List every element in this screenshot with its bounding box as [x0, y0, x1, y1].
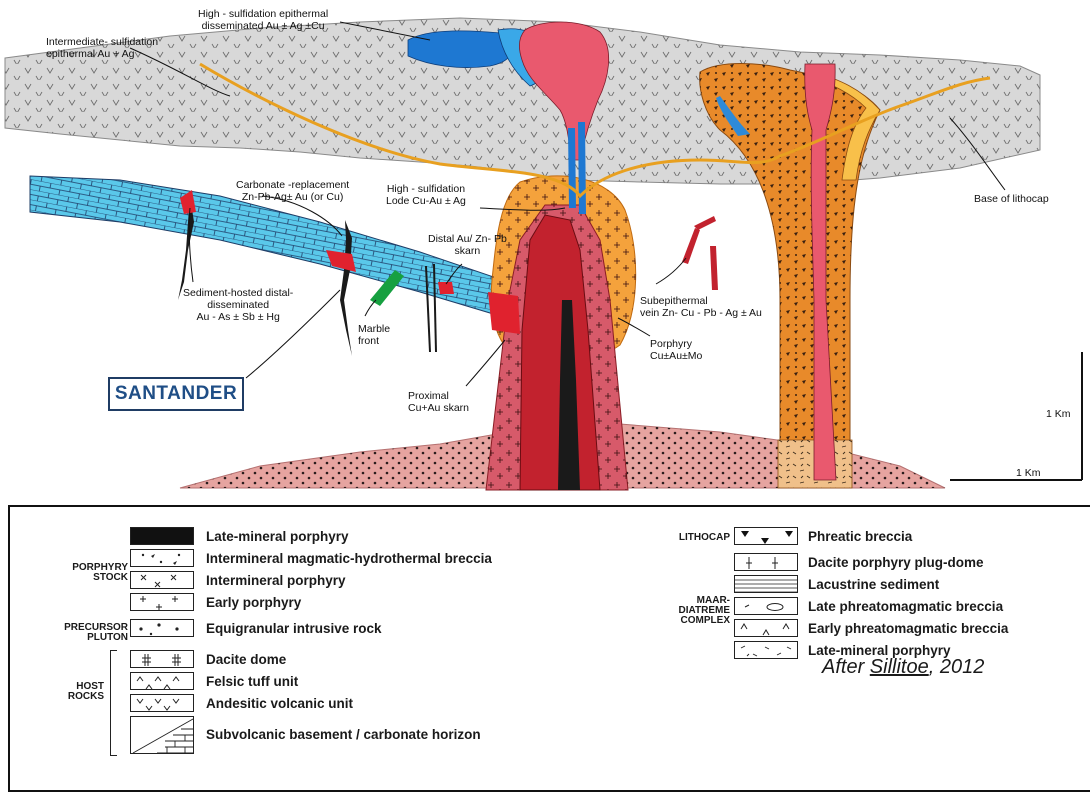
- legend-left-item: Intermineral magmatic-hydrothermal brecc…: [206, 551, 492, 567]
- group-maar-diatreme: MAAR- DIATREME COMPLEX: [646, 596, 730, 626]
- swatch-equigranular: [130, 619, 194, 637]
- swatch-lacustrine: [734, 575, 798, 593]
- hs-blue-body: [408, 31, 514, 68]
- swatch-phreatic-breccia: [734, 527, 798, 545]
- label-scale-vertical: 1 Km: [1046, 408, 1071, 420]
- label-sediment-hosted: Sediment-hosted distal- disseminated Au …: [183, 287, 293, 323]
- group-porphyry-stock-line2: STOCK: [52, 573, 128, 583]
- label-is-epithermal-line1: Intermediate- sulfidation: [46, 36, 158, 48]
- group-lithocap: LITHOCAP: [650, 533, 730, 543]
- label-subepithermal-line2: vein Zn- Cu - Pb - Ag ± Au: [640, 307, 762, 319]
- hs-lode-feeder-2: [578, 122, 586, 214]
- label-is-epithermal: Intermediate- sulfidation epithermal Au …: [46, 36, 158, 60]
- label-hs-lode-line1: High - sulfidation: [386, 183, 466, 195]
- label-is-epithermal-line2: epithermal Au + Ag: [46, 48, 158, 60]
- label-proximal-skarn-line1: Proximal: [408, 390, 469, 402]
- label-hs-lode: High - sulfidation Lode Cu-Au ± Ag: [386, 183, 466, 207]
- label-porphyry: Porphyry Cu±Au±Mo: [650, 338, 702, 362]
- legend-left-item: Dacite dome: [206, 652, 286, 668]
- label-carbonate-replacement: Carbonate -replacement Zn-Pb-Ag± Au (or …: [236, 179, 349, 203]
- label-porphyry-line2: Cu±Au±Mo: [650, 350, 702, 362]
- group-precursor-pluton: PRECURSOR PLUTON: [48, 623, 128, 643]
- swatch-subvolcanic-basement: [130, 716, 194, 754]
- legend-left-item: Subvolcanic basement / carbonate horizon: [206, 727, 481, 743]
- label-marble-front-line2: front: [358, 335, 390, 347]
- legend-left-item: Early porphyry: [206, 595, 301, 611]
- label-sediment-hosted-line3: Au - As ± Sb ± Hg: [183, 311, 293, 323]
- citation-credit: After Sillitoe, 2012: [822, 656, 984, 679]
- legend-right-item: Dacite porphyry plug-dome: [808, 555, 984, 571]
- legend-left-item: Equigranular intrusive rock: [206, 621, 382, 637]
- legend-right-item: Early phreatomagmatic breccia: [808, 621, 1008, 637]
- swatch-early-phreatomagmatic: [734, 619, 798, 637]
- geologic-cross-section: [0, 0, 1090, 500]
- subepithermal-vein-3: [710, 246, 718, 290]
- host-rocks-bracket: [110, 650, 117, 756]
- legend-left-item: Late-mineral porphyry: [206, 529, 349, 545]
- swatch-late-phreatomagmatic: [734, 597, 798, 615]
- group-porphyry-stock: PORPHYRY STOCK: [52, 563, 128, 583]
- legend-right-item: Lacustrine sediment: [808, 577, 939, 593]
- citation-author: Sillitoe: [870, 656, 929, 678]
- subepithermal-vein-2: [694, 216, 716, 230]
- label-marble-front-line1: Marble: [358, 323, 390, 335]
- swatch-dacite-dome: [130, 650, 194, 668]
- swatch-andesitic: [130, 694, 194, 712]
- legend-left-item: Andesitic volcanic unit: [206, 696, 353, 712]
- label-carbonate-replacement-line2: Zn-Pb-Ag± Au (or Cu): [236, 191, 349, 203]
- label-hs-disseminated-line2: disseminated Au ± Ag ±Cu: [198, 20, 328, 32]
- group-host-rocks-line2: ROCKS: [60, 692, 104, 702]
- label-hs-disseminated: High - sulfidation epithermal disseminat…: [198, 8, 328, 32]
- swatch-late-mineral-porphyry-right: [734, 641, 798, 659]
- label-sediment-hosted-line2: disseminated: [183, 299, 293, 311]
- legend-left-item: Intermineral porphyry: [206, 573, 346, 589]
- label-scale-horizontal: 1 Km: [1016, 467, 1041, 479]
- label-hs-disseminated-line1: High - sulfidation epithermal: [198, 8, 328, 20]
- label-distal-skarn-line1: Distal Au/ Zn- Pb: [428, 233, 507, 245]
- label-proximal-skarn: Proximal Cu+Au skarn: [408, 390, 469, 414]
- swatch-early-porphyry: [130, 593, 194, 611]
- swatch-intermineral-porphyry: [130, 571, 194, 589]
- label-hs-lode-line2: Lode Cu-Au ± Ag: [386, 195, 466, 207]
- maar-bracket: [728, 575, 732, 659]
- group-precursor-pluton-line2: PLUTON: [48, 633, 128, 643]
- label-carbonate-replacement-line1: Carbonate -replacement: [236, 179, 349, 191]
- group-maar-line3: COMPLEX: [646, 616, 730, 626]
- group-host-rocks: HOST ROCKS: [60, 682, 104, 702]
- label-distal-skarn-line2: skarn: [428, 245, 507, 257]
- proximal-skarn: [488, 292, 520, 334]
- subepithermal-vein-1: [682, 228, 700, 264]
- label-base-lithocap: Base of lithocap: [974, 193, 1049, 205]
- citation-prefix: After: [822, 656, 870, 678]
- citation-year: , 2012: [929, 656, 985, 678]
- swatch-intermineral-breccia: [130, 549, 194, 567]
- label-porphyry-line1: Porphyry: [650, 338, 702, 350]
- swatch-late-mineral-porphyry: [130, 527, 194, 545]
- legend-left-item: Felsic tuff unit: [206, 674, 298, 690]
- hs-lode-feeder-1: [568, 128, 576, 208]
- label-proximal-skarn-line2: Cu+Au skarn: [408, 402, 469, 414]
- label-distal-skarn: Distal Au/ Zn- Pb skarn: [428, 233, 507, 257]
- label-sediment-hosted-line1: Sediment-hosted distal-: [183, 287, 293, 299]
- legend-box: PORPHYRY STOCK PRECURSOR PLUTON HOST ROC…: [8, 505, 1090, 792]
- label-subepithermal: Subepithermal vein Zn- Cu - Pb - Ag ± Au: [640, 295, 762, 319]
- label-marble-front: Marble front: [358, 323, 390, 347]
- swatch-felsic-tuff: [130, 672, 194, 690]
- swatch-dacite-plug: [734, 553, 798, 571]
- legend-right-item: Phreatic breccia: [808, 529, 912, 545]
- label-subepithermal-line1: Subepithermal: [640, 295, 762, 307]
- legend-right-item: Late phreatomagmatic breccia: [808, 599, 1003, 615]
- santander-label: SANTANDER: [108, 377, 244, 411]
